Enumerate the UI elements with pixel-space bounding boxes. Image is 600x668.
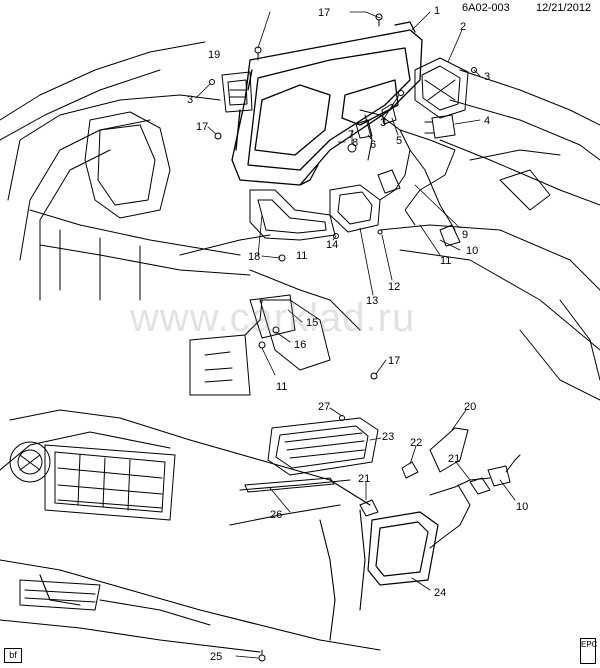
corner-label-right: EPC [580,638,597,664]
mounting-bracket [189,294,296,396]
callout-1: 1 [434,5,440,17]
bulb-socket [424,114,456,139]
callout-10: 10 [516,501,528,513]
callout-17: 17 [196,121,208,133]
callout-11: 11 [276,381,287,393]
callout-11: 11 [296,250,307,262]
callout-26: 26 [270,509,282,521]
callout-20: 20 [464,401,476,413]
headlamp-assembly [231,21,423,186]
callout-7: 7 [348,129,354,141]
side-bracket [221,71,253,113]
watermark: www.carklad.ru [130,296,416,340]
callout-2: 2 [460,21,466,33]
callout-16: 16 [294,339,306,351]
corner-label-left: bf [4,648,22,663]
body-structure [0,41,600,401]
callout-eight: 8 [352,137,358,149]
small-fasteners [258,415,345,662]
callout-22: 22 [410,437,422,449]
callout-6: 6 [370,139,376,151]
callout-10: 10 [466,245,478,257]
document-date: 12/21/2012 [536,2,592,14]
callout-15: 15 [306,317,318,329]
callout-12: 12 [388,281,400,293]
callout-17: 17 [388,355,400,367]
grille-insert [267,417,379,476]
lower-grille [19,579,101,611]
callout-13: 13 [366,295,378,307]
leader-lines [195,11,516,659]
callout-19: 19 [208,49,220,61]
callout-5: 5 [396,135,402,147]
lamp-module [329,184,381,233]
grille [9,441,176,521]
callout-27: 27 [318,401,330,413]
callout-21: 21 [358,473,370,485]
callout-24: 24 [434,587,446,599]
callout-23: 23 [382,431,394,443]
callout-3: 3 [187,94,193,106]
callout-11: 11 [440,255,451,267]
callout-3: 3 [484,71,490,83]
callout-21: 21 [448,453,460,465]
front-fascia [0,409,381,653]
trim-strip [244,477,335,493]
callout-9: 9 [462,229,468,241]
callout-18: 18 [248,251,260,263]
lower-deflector [249,189,336,241]
callout-labels: 1 2 3 3 3 4 5 6 7 8 9 10 10 11 11 11 12 … [187,5,528,663]
callout-14: 14 [326,239,338,251]
callout-25: 25 [210,651,222,663]
callout-17: 17 [318,7,330,19]
document-id: 6A02-003 [462,2,510,14]
fog-lamp-harness [359,427,521,549]
callout-4: 4 [484,115,490,127]
fog-lamp-bezel [367,511,439,586]
headlamp-bracket [414,57,469,119]
callout-3: 3 [380,117,386,129]
